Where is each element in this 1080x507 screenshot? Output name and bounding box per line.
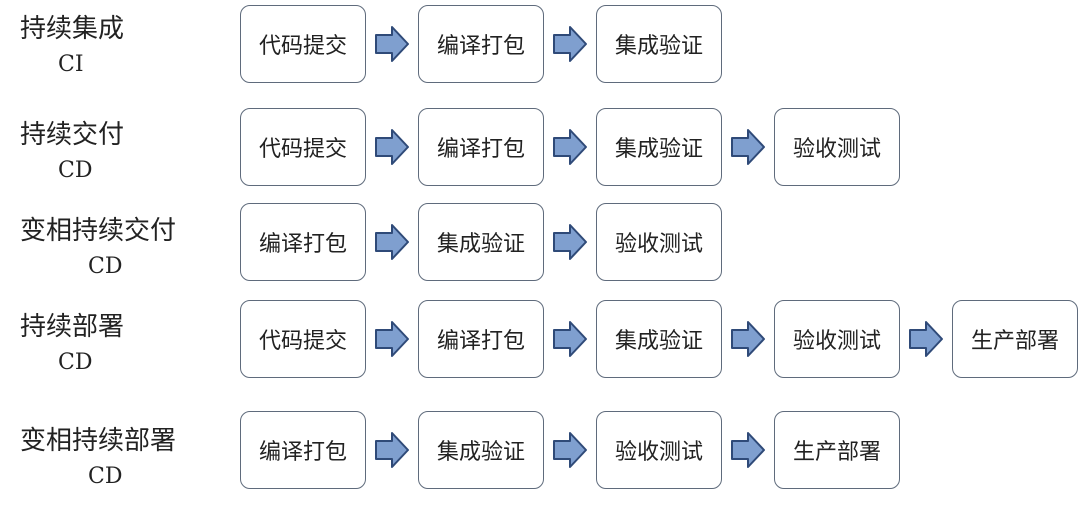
row-title: 变相持续部署 — [20, 426, 177, 456]
step-box: 编译打包 — [418, 5, 544, 83]
step-box: 集成验证 — [418, 203, 544, 281]
row-abbr: CI — [58, 52, 84, 77]
row-abbr: CD — [88, 464, 123, 489]
step-box: 验收测试 — [596, 411, 722, 489]
step-box: 编译打包 — [418, 300, 544, 378]
step-box: 代码提交 — [240, 300, 366, 378]
row-title: 持续交付 — [20, 120, 125, 150]
step-box: 编译打包 — [240, 411, 366, 489]
step-box: 代码提交 — [240, 5, 366, 83]
step-box: 验收测试 — [774, 300, 900, 378]
step-box: 验收测试 — [774, 108, 900, 186]
arrow-right-icon — [731, 432, 765, 468]
arrow-right-icon — [375, 129, 409, 165]
arrow-right-icon — [553, 321, 587, 357]
step-box: 生产部署 — [774, 411, 900, 489]
arrow-right-icon — [553, 432, 587, 468]
arrow-right-icon — [553, 224, 587, 260]
step-box: 集成验证 — [596, 5, 722, 83]
row-title: 变相持续交付 — [20, 216, 177, 246]
step-box: 编译打包 — [240, 203, 366, 281]
step-box: 集成验证 — [596, 300, 722, 378]
arrow-right-icon — [909, 321, 943, 357]
step-box: 集成验证 — [418, 411, 544, 489]
step-box: 代码提交 — [240, 108, 366, 186]
row-title: 持续集成 — [20, 14, 125, 44]
step-box: 集成验证 — [596, 108, 722, 186]
arrow-right-icon — [375, 432, 409, 468]
step-box: 编译打包 — [418, 108, 544, 186]
arrow-right-icon — [375, 321, 409, 357]
arrow-right-icon — [731, 321, 765, 357]
row-abbr: CD — [58, 350, 93, 375]
arrow-right-icon — [553, 26, 587, 62]
row-title: 持续部署 — [20, 312, 125, 342]
arrow-right-icon — [731, 129, 765, 165]
row-abbr: CD — [58, 158, 93, 183]
arrow-right-icon — [375, 26, 409, 62]
arrow-right-icon — [375, 224, 409, 260]
arrow-right-icon — [553, 129, 587, 165]
step-box: 生产部署 — [952, 300, 1078, 378]
row-abbr: CD — [88, 254, 123, 279]
step-box: 验收测试 — [596, 203, 722, 281]
